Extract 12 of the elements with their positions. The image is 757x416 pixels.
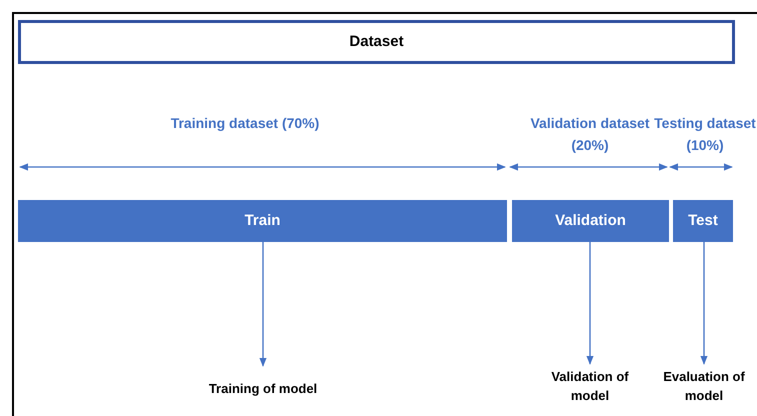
- outcome-text: Evaluation of model: [656, 366, 752, 406]
- outcome-text: Training of model: [193, 368, 333, 408]
- split-bar: Test: [673, 200, 733, 242]
- arrow: [259, 242, 267, 367]
- split-bar: Train: [18, 200, 507, 242]
- split-label: Training dataset (70%): [170, 114, 320, 133]
- arrow: [700, 242, 708, 365]
- split-bar: Validation: [512, 200, 669, 242]
- outcome-text: Validation of model: [540, 366, 640, 406]
- split-label: Testing dataset (10%): [653, 114, 757, 155]
- arrow: [586, 242, 594, 365]
- dataset-box: Dataset: [18, 20, 735, 64]
